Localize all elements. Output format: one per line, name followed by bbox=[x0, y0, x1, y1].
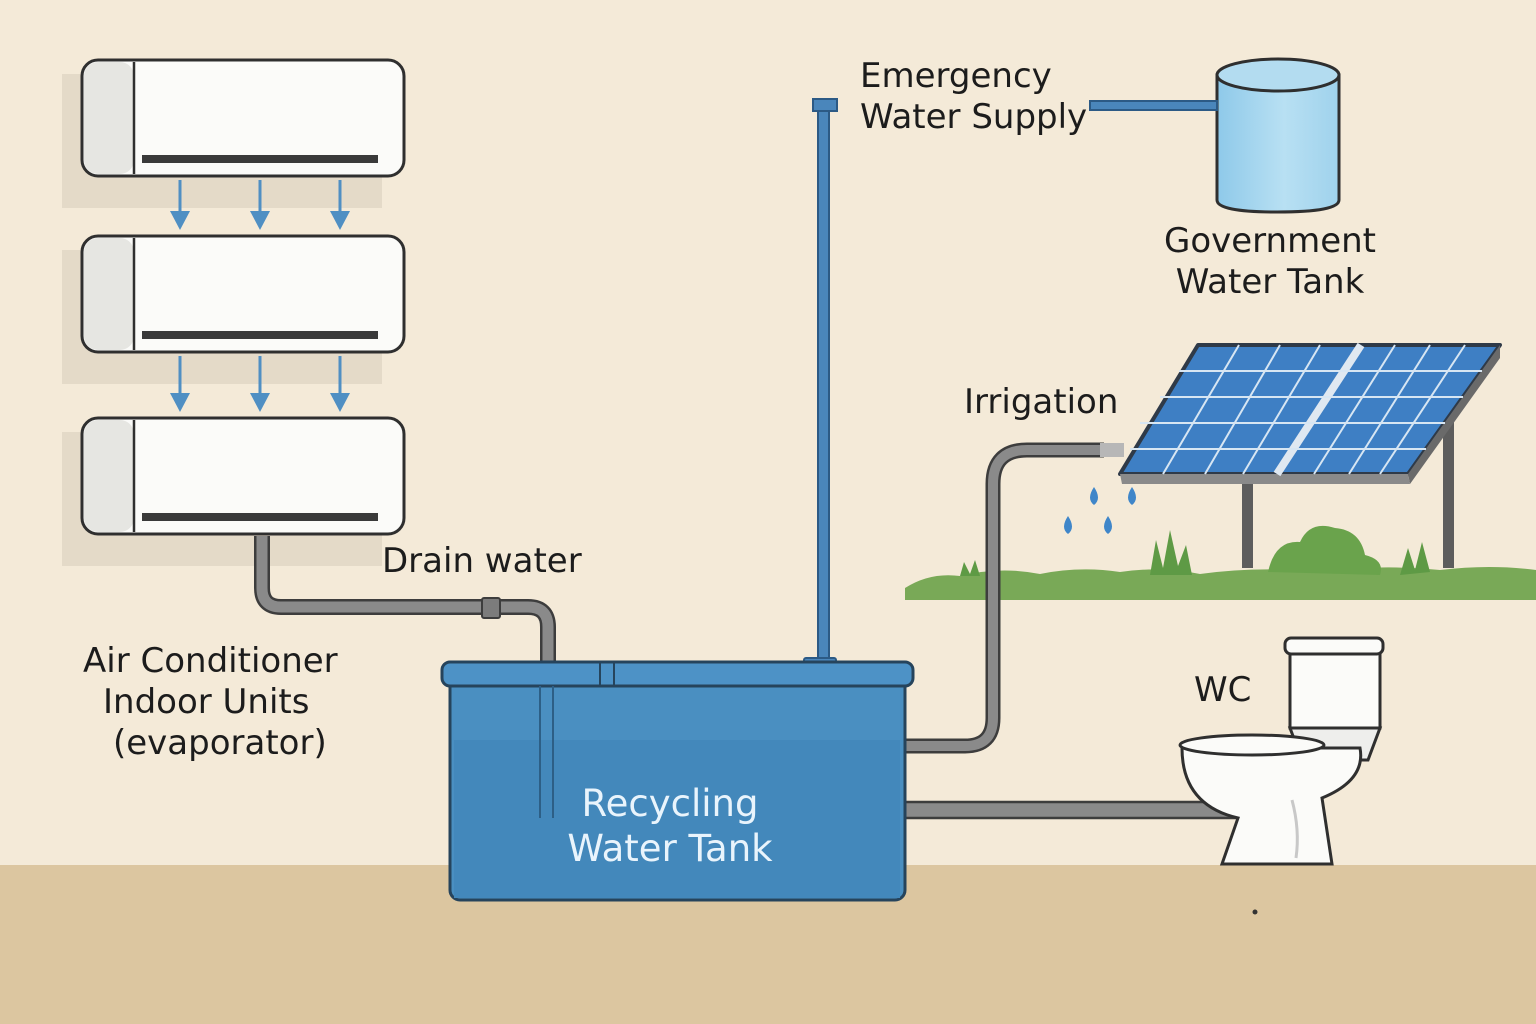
label-government-water-tank: Government Water Tank bbox=[1160, 221, 1380, 303]
label-government-line-1: Government bbox=[1163, 221, 1377, 261]
label-ac-line-3: (evaporator) bbox=[113, 723, 327, 763]
drip-arrows-lower bbox=[170, 356, 350, 412]
label-recycling-line-2: Water Tank bbox=[567, 827, 773, 870]
government-water-tank bbox=[1215, 57, 1341, 214]
label-government-line-2: Water Tank bbox=[1175, 262, 1365, 302]
label-emergency-water-supply: Emergency Water Supply bbox=[860, 56, 1087, 138]
label-recycling-water-tank: Recycling Water Tank bbox=[540, 781, 800, 871]
solar-panel bbox=[1118, 342, 1502, 568]
label-emergency-line-1: Emergency bbox=[860, 56, 1052, 96]
label-irrigation: Irrigation bbox=[964, 382, 1119, 422]
wc-supply-pipe bbox=[903, 800, 1241, 820]
ac-indoor-unit-1 bbox=[62, 58, 406, 208]
label-ac-indoor-units: Air Conditioner Indoor Units (evaporator… bbox=[83, 641, 338, 764]
label-ac-line-2: Indoor Units bbox=[103, 682, 310, 722]
drain-pipe bbox=[254, 536, 556, 668]
grass-strip bbox=[905, 525, 1536, 600]
label-wc: WC bbox=[1194, 670, 1252, 710]
water-droplets bbox=[1064, 487, 1136, 534]
label-emergency-line-2: Water Supply bbox=[860, 97, 1088, 137]
label-recycling-line-1: Recycling bbox=[581, 782, 759, 825]
toilet bbox=[1178, 636, 1385, 866]
drip-arrows-upper bbox=[170, 180, 350, 230]
label-drain-water: Drain water bbox=[382, 541, 582, 581]
recycling-water-tank bbox=[440, 660, 915, 902]
irrigation-pipe bbox=[905, 442, 1124, 754]
floor-dot bbox=[1252, 909, 1258, 915]
label-ac-line-1: Air Conditioner bbox=[83, 641, 338, 681]
ac-indoor-unit-3 bbox=[62, 416, 406, 566]
ac-indoor-unit-2 bbox=[62, 234, 406, 384]
